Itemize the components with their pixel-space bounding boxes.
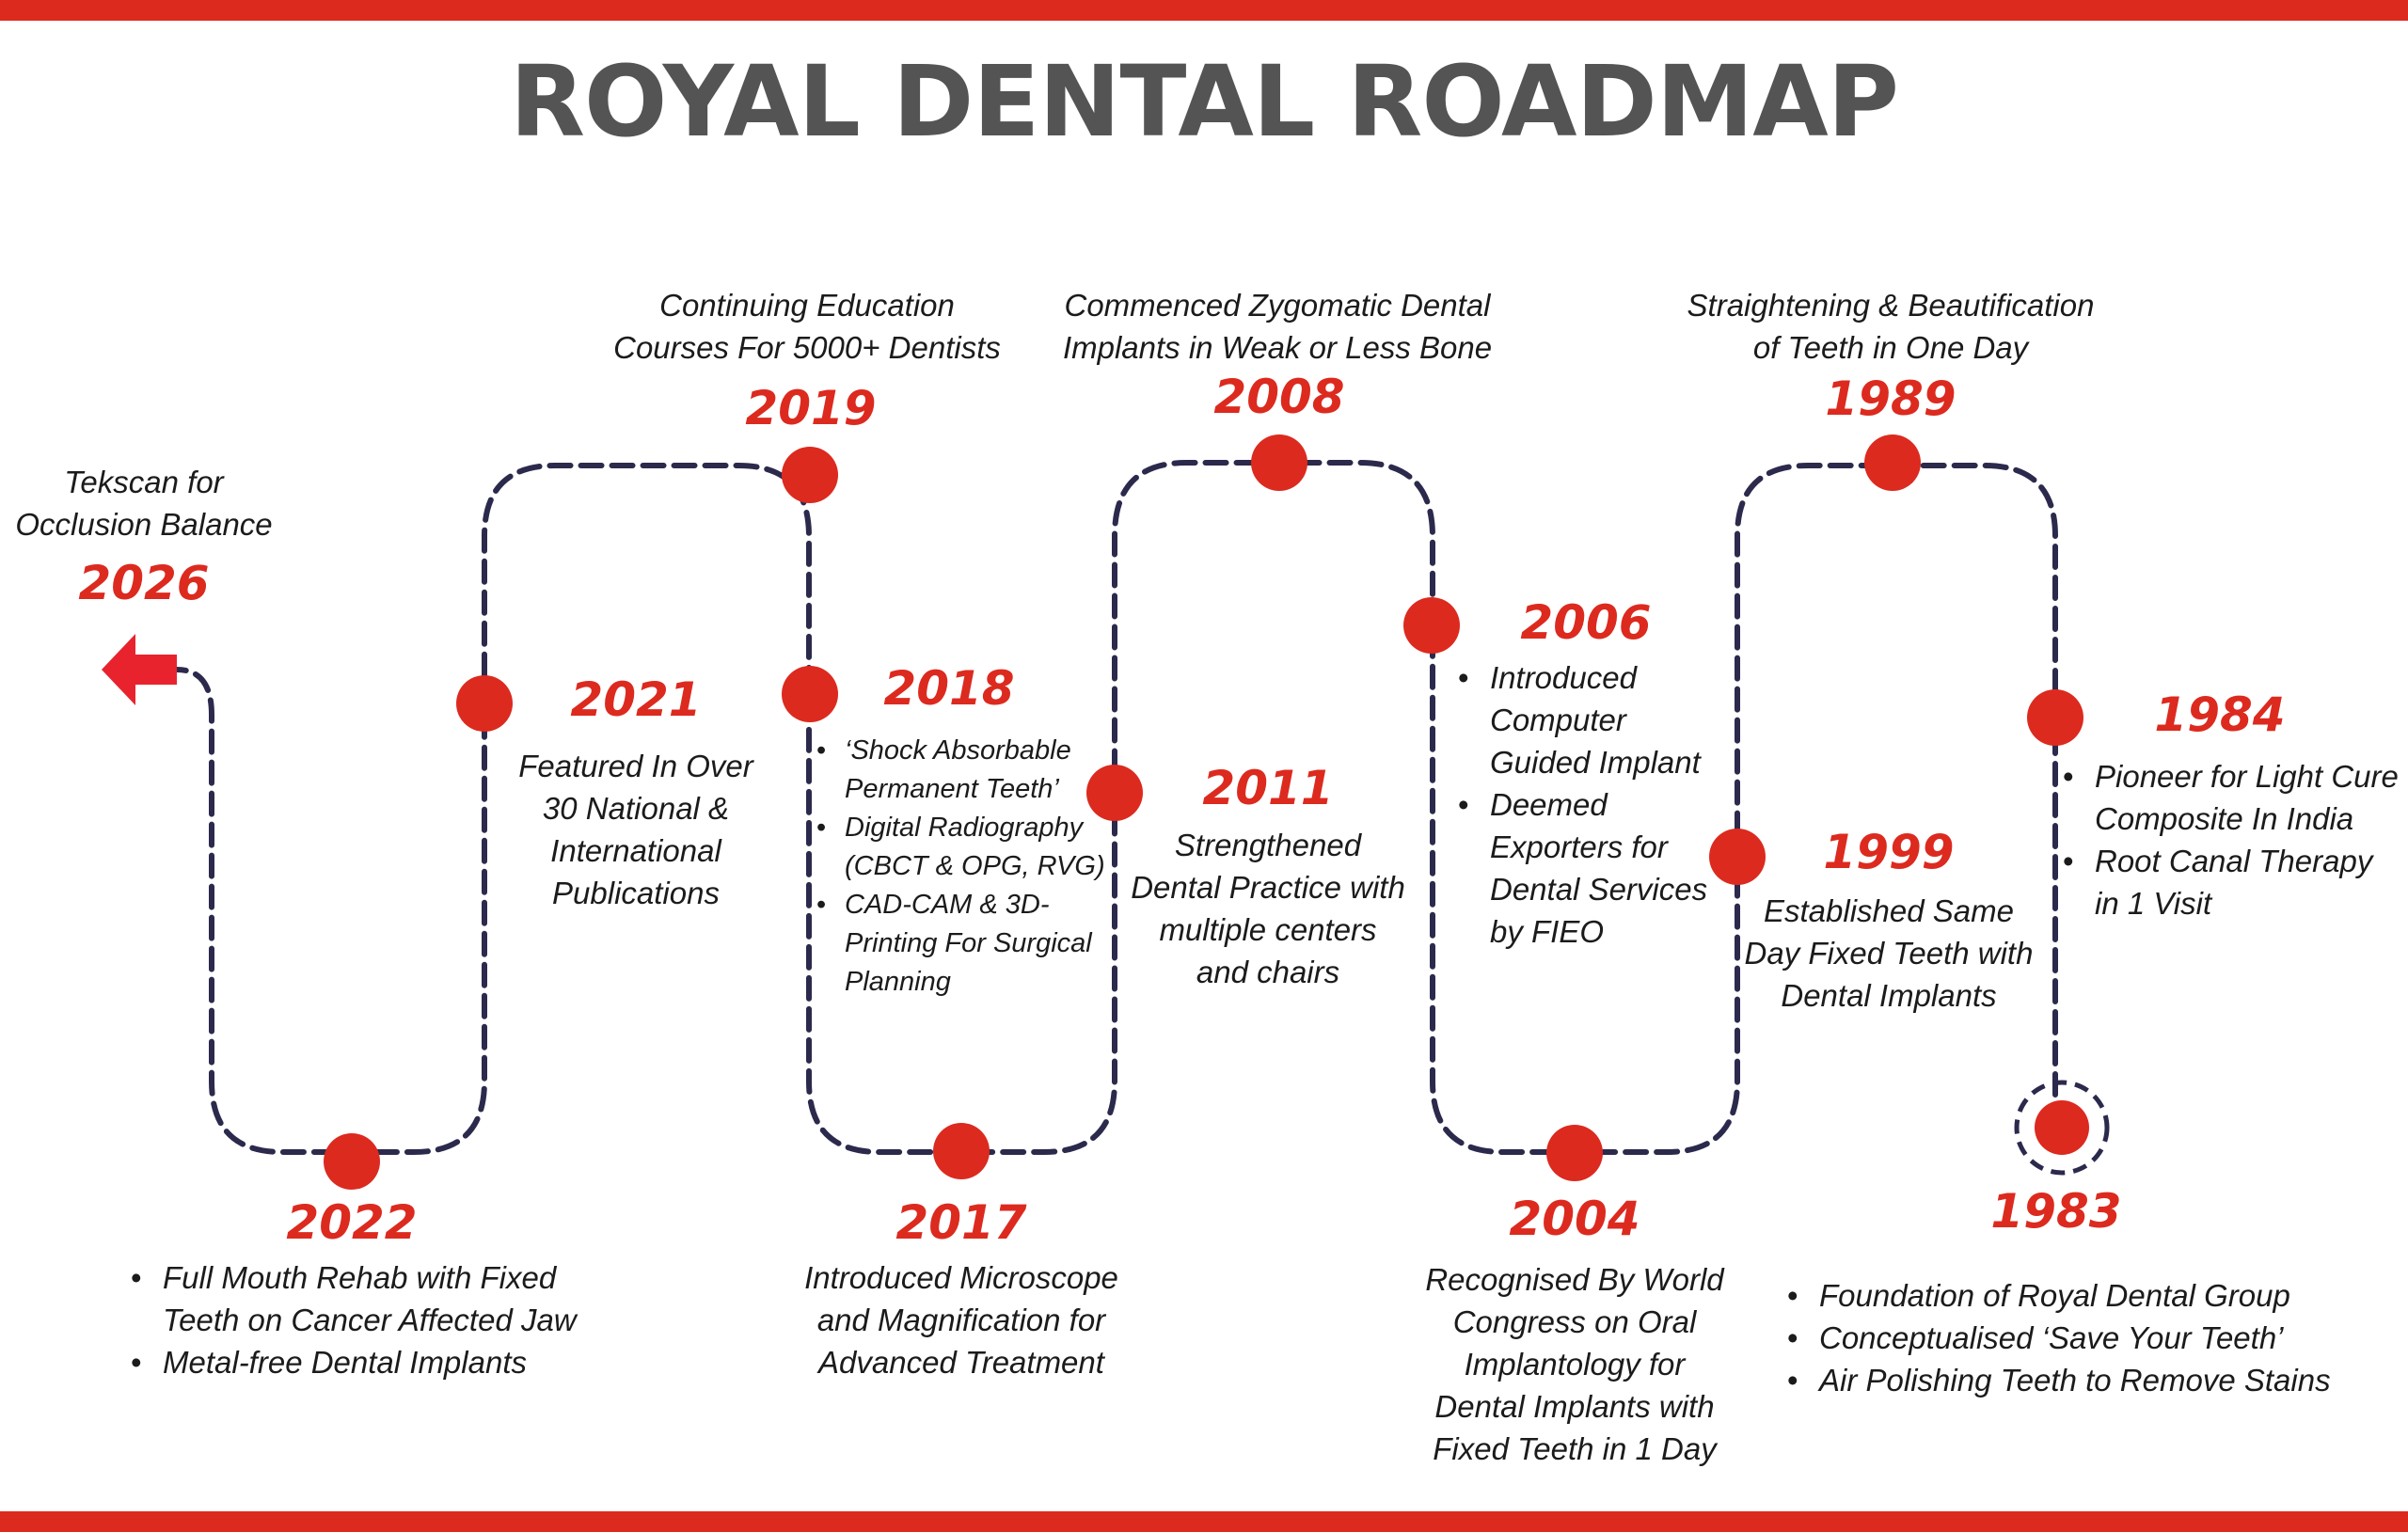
list-item: Root Canal Therapy in 1 Visit bbox=[2063, 840, 2401, 924]
milestone-1999-year: 1999 bbox=[1823, 825, 1955, 879]
caption-line: Advanced Treatment bbox=[818, 1345, 1104, 1380]
dot-2006 bbox=[1403, 597, 1460, 654]
milestone-2011-caption: Strengthened Dental Practice with multip… bbox=[1131, 824, 1405, 993]
milestone-1983-list: Foundation of Royal Dental Group Concept… bbox=[1787, 1274, 2370, 1401]
milestone-2017-caption: Introduced Microscope and Magnification … bbox=[804, 1256, 1118, 1383]
milestone-2017-year: 2017 bbox=[895, 1195, 1027, 1250]
milestone-2022-list: Full Mouth Rehab with Fixed Teeth on Can… bbox=[131, 1256, 657, 1383]
milestone-2019-caption: Continuing Education Courses For 5000+ D… bbox=[613, 284, 1001, 369]
list-item: CAD-CAM & 3D- Printing For Surgical Plan… bbox=[816, 886, 1127, 1002]
milestone-1983-year: 1983 bbox=[1990, 1184, 2122, 1239]
arrow-left-icon bbox=[102, 634, 177, 705]
caption-line: Continuing Education bbox=[659, 288, 955, 323]
caption-line: Dental Practice with bbox=[1131, 870, 1405, 905]
caption-line: of Teeth in One Day bbox=[1752, 330, 2029, 365]
milestone-2004-year: 2004 bbox=[1509, 1192, 1640, 1246]
caption-line: Strengthened bbox=[1174, 828, 1362, 862]
dot-2021 bbox=[456, 675, 513, 732]
milestone-1989-caption: Straightening & Beautification of Teeth … bbox=[1687, 284, 2095, 369]
dot-2017 bbox=[933, 1123, 990, 1179]
caption-line: Tekscan for bbox=[64, 465, 224, 499]
dot-2004 bbox=[1546, 1125, 1603, 1181]
caption-line: Implantology for bbox=[1464, 1347, 1686, 1382]
start-ring bbox=[2014, 1080, 2110, 1176]
milestone-2018-year: 2018 bbox=[883, 661, 1015, 716]
milestone-2022-year: 2022 bbox=[286, 1195, 418, 1250]
caption-line: Implants in Weak or Less Bone bbox=[1062, 330, 1493, 365]
caption-line: Occlusion Balance bbox=[15, 507, 273, 542]
milestone-1989-year: 1989 bbox=[1825, 371, 1956, 426]
dot-1989 bbox=[1864, 434, 1921, 491]
caption-line: 30 National & bbox=[542, 791, 730, 826]
dot-2019 bbox=[782, 447, 838, 503]
caption-line: multiple centers bbox=[1159, 912, 1377, 947]
list-item: Conceptualised ‘Save Your Teeth’ bbox=[1787, 1317, 2370, 1359]
milestone-2008-year: 2008 bbox=[1213, 370, 1345, 424]
caption-line: Dental Implants with bbox=[1434, 1389, 1715, 1424]
milestone-2011-year: 2011 bbox=[1202, 761, 1334, 815]
milestone-1984-list: Pioneer for Light Cure Composite In Indi… bbox=[2063, 755, 2401, 924]
list-item: Digital Radiography (CBCT & OPG, RVG) bbox=[816, 809, 1127, 886]
milestone-2019-year: 2019 bbox=[745, 381, 877, 435]
list-item: Deemed Exporters for Dental Services by … bbox=[1458, 783, 1740, 953]
list-item: Metal-free Dental Implants bbox=[131, 1341, 657, 1383]
caption-line: Introduced Microscope bbox=[804, 1260, 1118, 1295]
list-item: Foundation of Royal Dental Group bbox=[1787, 1274, 2370, 1317]
top-accent-bar bbox=[0, 0, 2408, 21]
milestone-2026-year: 2026 bbox=[78, 556, 210, 610]
list-item: Full Mouth Rehab with Fixed Teeth on Can… bbox=[131, 1256, 657, 1341]
milestone-2018-list: ‘Shock Absorbable Permanent Teeth’ Digit… bbox=[816, 732, 1127, 1002]
caption-line: Courses For 5000+ Dentists bbox=[613, 330, 1001, 365]
caption-line: and Magnification for bbox=[816, 1303, 1106, 1337]
caption-line: Congress on Oral bbox=[1452, 1304, 1697, 1339]
milestone-2021-year: 2021 bbox=[570, 672, 702, 727]
caption-line: Established Same bbox=[1764, 893, 2014, 928]
milestone-1999-caption: Established Same Day Fixed Teeth with De… bbox=[1745, 890, 2034, 1017]
caption-line: Featured In Over bbox=[518, 749, 753, 783]
milestone-2006-year: 2006 bbox=[1520, 595, 1652, 650]
dot-2018 bbox=[782, 666, 838, 722]
caption-line: Day Fixed Teeth with bbox=[1744, 936, 2034, 971]
milestone-2004-caption: Recognised By World Congress on Oral Imp… bbox=[1425, 1258, 1723, 1470]
dot-1984 bbox=[2027, 689, 2083, 746]
dot-2008 bbox=[1251, 434, 1307, 491]
list-item: Pioneer for Light Cure Composite In Indi… bbox=[2063, 755, 2401, 840]
milestone-2006-list: Introduced Computer Guided Implant Deeme… bbox=[1458, 656, 1740, 953]
milestone-2021-caption: Featured In Over 30 National & Internati… bbox=[518, 745, 752, 914]
bottom-accent-bar bbox=[0, 1511, 2408, 1532]
milestone-2026-caption: Tekscan for Occlusion Balance bbox=[15, 461, 272, 545]
caption-line: Fixed Teeth in 1 Day bbox=[1433, 1431, 1717, 1466]
list-item: Introduced Computer Guided Implant bbox=[1458, 656, 1740, 783]
milestone-1984-year: 1984 bbox=[2154, 687, 2286, 742]
caption-line: Straightening & Beautification bbox=[1687, 288, 2095, 323]
caption-line: International bbox=[550, 833, 721, 868]
milestone-2008-caption: Commenced Zygomatic Dental Implants in W… bbox=[1063, 284, 1492, 369]
caption-line: Recognised By World bbox=[1425, 1262, 1724, 1297]
caption-line: Publications bbox=[552, 876, 720, 910]
list-item: Air Polishing Teeth to Remove Stains bbox=[1787, 1359, 2370, 1401]
roadmap-path bbox=[159, 460, 2058, 1155]
list-item: ‘Shock Absorbable Permanent Teeth’ bbox=[816, 732, 1127, 809]
caption-line: Dental Implants bbox=[1781, 978, 1997, 1013]
caption-line: Commenced Zygomatic Dental bbox=[1064, 288, 1491, 323]
caption-line: and chairs bbox=[1196, 955, 1340, 989]
dot-1983 bbox=[2035, 1100, 2089, 1155]
page-title: ROYAL DENTAL ROADMAP bbox=[509, 44, 1899, 159]
dot-2022 bbox=[324, 1133, 380, 1190]
